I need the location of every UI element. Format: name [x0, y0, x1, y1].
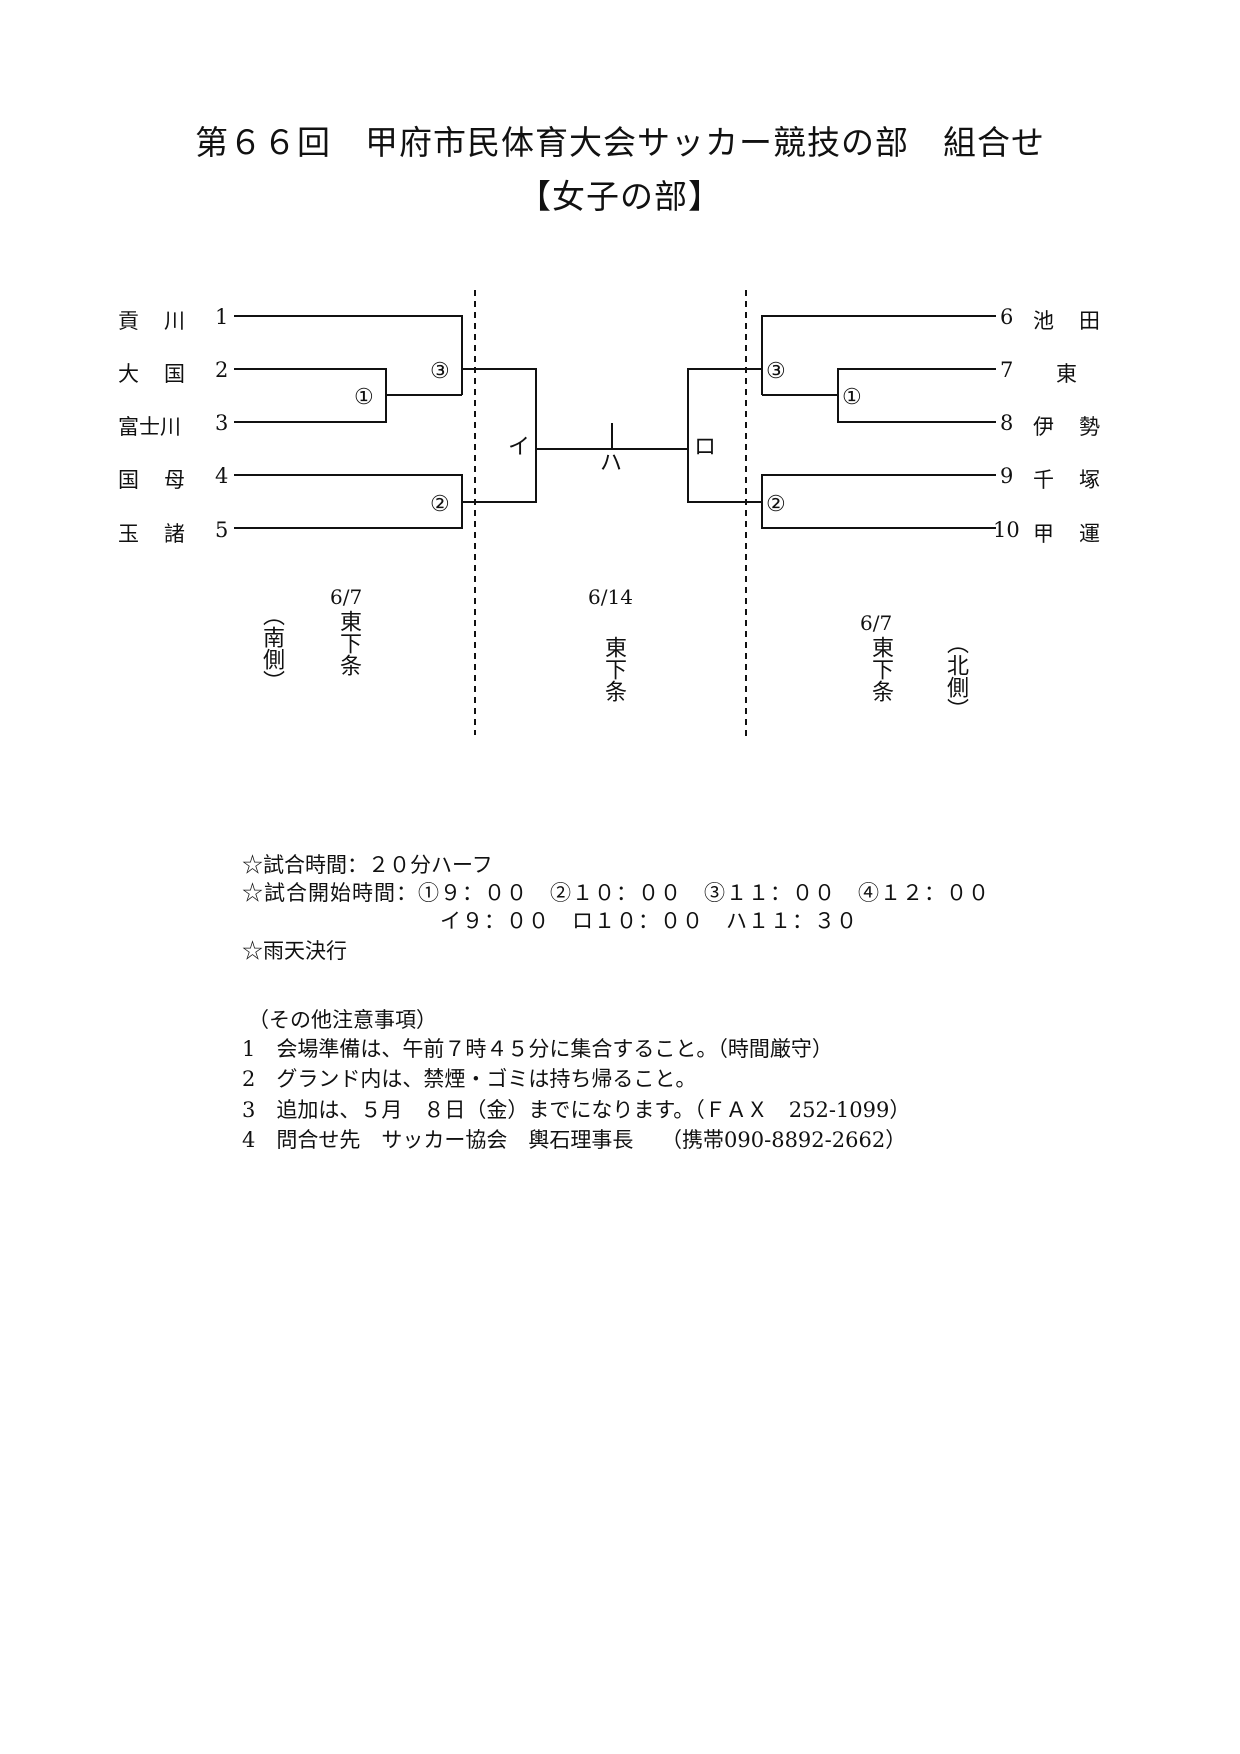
- right-side-label: （北側）: [943, 632, 968, 720]
- team-name-left-3: 富士川: [118, 415, 181, 439]
- bracket-line-right-final: [687, 368, 762, 503]
- team-name-left-1: 貢 川: [118, 309, 187, 333]
- team-seed-left-1: 1: [215, 305, 229, 329]
- team-name-left-2: 大 国: [118, 362, 187, 386]
- note-item-4: 4 問合せ先 サッカー協会 輿石理事長 （携帯090-8892-2662）: [242, 1128, 907, 1152]
- team-name-left-4: 国 母: [118, 468, 187, 492]
- match-label-right-m3: ③: [766, 359, 786, 384]
- center-date: 6/14: [588, 585, 633, 609]
- team-name-right-10: 甲 運: [1033, 522, 1102, 546]
- bracket-line-right-9-10: [761, 474, 996, 529]
- team-name-right-9: 千 塚: [1033, 468, 1102, 492]
- note-item-3: 3 追加は、５月 ８日（金）までになります。（ＦＡＸ 252-1099）: [242, 1098, 911, 1122]
- match-label-right-m1: ①: [842, 385, 862, 410]
- team-seed-left-2: 2: [215, 358, 229, 382]
- left-venue: 東下条: [336, 610, 361, 676]
- match-label-right-m2: ②: [766, 492, 786, 517]
- team-name-right-8: 伊 勢: [1033, 415, 1102, 439]
- bracket-line-left-final: [462, 368, 537, 503]
- page-subtitle: 【女子の部】: [518, 177, 722, 216]
- left-date: 6/7: [330, 585, 363, 609]
- team-name-right-7: 東: [1033, 362, 1079, 386]
- match-label-ha: ハ: [600, 451, 622, 476]
- match-time: ☆試合時間：２０分ハーフ: [242, 853, 493, 877]
- match-label-ro: ロ: [694, 435, 716, 460]
- note-item-2: 2 グランド内は、禁煙・ゴミは持ち帰ること。: [242, 1067, 697, 1091]
- team-seed-left-5: 5: [215, 518, 229, 542]
- note-item-1: 1 会場準備は、午前７時４５分に集合すること。（時間厳守）: [242, 1037, 833, 1061]
- bracket-line-right-6: [761, 315, 996, 395]
- left-side-label: （南側）: [259, 604, 284, 692]
- team-seed-right-8: 8: [1000, 411, 1014, 435]
- team-seed-right-6: 6: [1000, 305, 1014, 329]
- bracket-line-left-4-5: [234, 474, 463, 529]
- team-seed-right-7: 7: [1000, 358, 1014, 382]
- right-date: 6/7: [860, 611, 893, 635]
- bracket-line-left-1: [234, 315, 463, 369]
- team-seed-right-9: 9: [1000, 464, 1014, 488]
- team-name-left-5: 玉 諸: [118, 522, 187, 546]
- center-venue: 東下条: [601, 636, 626, 702]
- page-title: 第６６回 甲府市民体育大会サッカー競技の部 組合せ: [195, 123, 1045, 162]
- team-seed-right-10: 10: [993, 518, 1020, 542]
- team-seed-left-4: 4: [215, 464, 229, 488]
- match-label-i: イ: [508, 435, 530, 460]
- team-name-right-6: 池 田: [1033, 309, 1102, 333]
- team-seed-left-3: 3: [215, 411, 229, 435]
- match-label-left-m3: ③: [430, 359, 450, 384]
- start-times-line2: イ９：００ ロ１０：００ ハ１１：３０: [440, 909, 858, 933]
- match-label-left-m2: ②: [430, 492, 450, 517]
- rain-note: ☆雨天決行: [242, 939, 347, 963]
- start-times-line1: ☆試合開始時間：①９：００ ②１０：００ ③１１：００ ④１２：００: [242, 881, 990, 905]
- tournament-bracket: ③ ① ② イ ハ ロ ③ ① ②: [234, 290, 996, 740]
- match-label-left-m1: ①: [354, 385, 374, 410]
- right-venue: 東下条: [868, 636, 893, 702]
- notes-heading: （その他注意事項）: [248, 1008, 437, 1032]
